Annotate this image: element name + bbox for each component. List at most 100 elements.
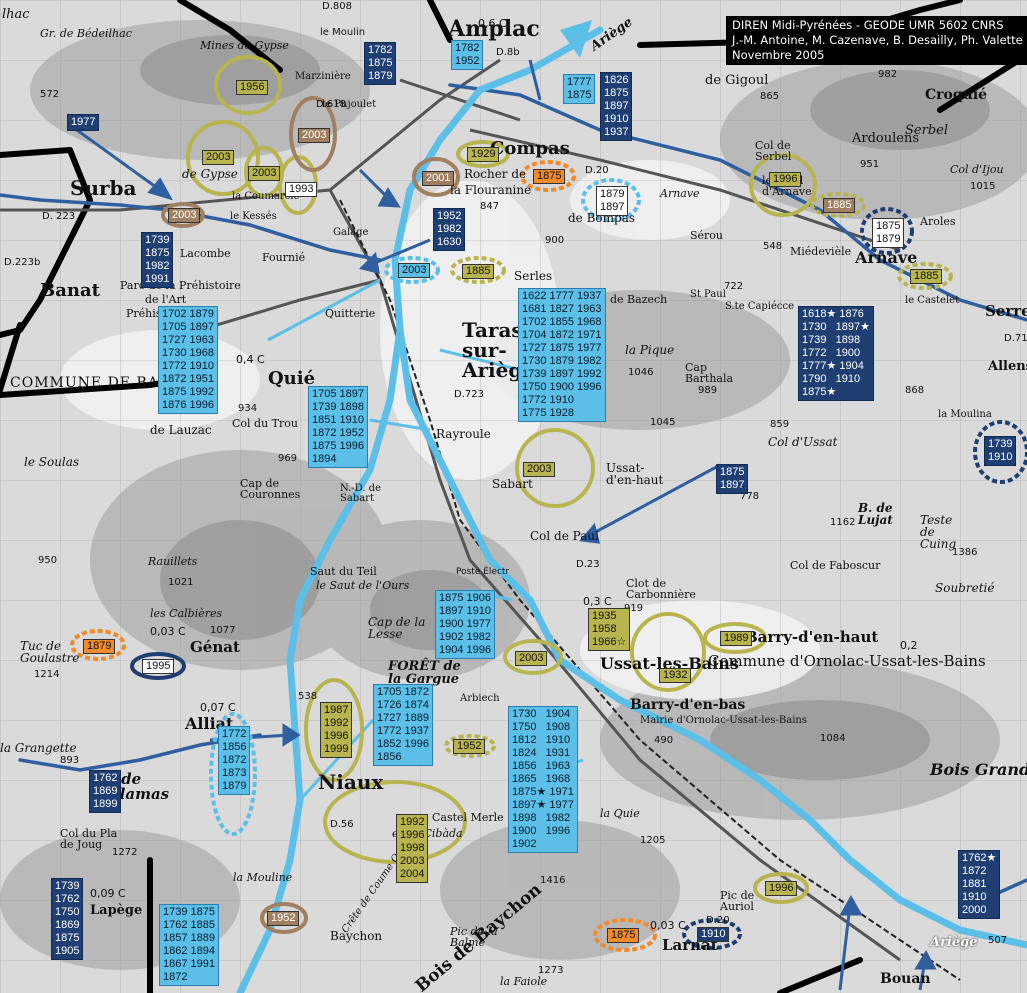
- place-amplac: Amplac: [448, 16, 540, 42]
- place-arbiech: Arbiech: [460, 693, 500, 704]
- place-mairie: Mairie d'Ornolac-Ussat-les-Bains: [640, 715, 807, 726]
- event-tag-1989: 1989: [720, 631, 753, 646]
- height-1045: 1045: [650, 417, 676, 428]
- height-900: 900: [545, 235, 565, 246]
- place-teste-cuing: Teste de Cuing: [920, 513, 957, 551]
- place-aroles: Aroles: [920, 215, 956, 228]
- place-ariege-bottom: Ariège: [930, 935, 978, 950]
- flood-box-rayroule: 1705 1897 1739 1898 1851 1910 1872 1952 …: [308, 386, 368, 468]
- height-1273: 1273: [538, 965, 564, 976]
- place-pic-auriol: Pic de Auriol: [720, 889, 755, 913]
- scale-003: 0,03 C: [150, 625, 186, 638]
- place-prehisto: Préhisto: [126, 307, 173, 320]
- event-tag-2003-f: 2003: [523, 462, 556, 477]
- place-niaux: Niaux: [318, 770, 384, 794]
- event-tag-2003-c: 2003: [298, 128, 331, 143]
- place-barry-bas: Barry-d'en-bas: [630, 697, 746, 713]
- place-allens: Allens: [988, 359, 1027, 374]
- flood-box-1739-1910: 1739 1910: [984, 436, 1017, 466]
- place-bouan: Bouan: [880, 971, 931, 987]
- place-la-moulina: la Moulina: [938, 409, 992, 420]
- place-de-gypse: de Gypse: [182, 167, 238, 181]
- event-tag-1956: 1956: [236, 80, 269, 95]
- road-d223: D. 223: [42, 211, 76, 222]
- event-tag-1987-1999: 1987 1992 1996 1999: [320, 702, 353, 758]
- place-col-joug: Col du Pla de Joug: [60, 827, 118, 851]
- place-foret: FORÊT de la Gargue: [388, 659, 461, 687]
- height-969: 969: [278, 453, 298, 464]
- place-tuc: Tuc de Goulastre: [20, 639, 80, 665]
- scale-04: 0,4 C: [236, 353, 265, 366]
- place-poste: Poste Électr: [456, 567, 510, 577]
- place-bois-grand: Bois Grand: [930, 760, 1027, 779]
- place-surba: Surba: [70, 176, 137, 200]
- scale-03: 0,3 C: [583, 595, 612, 608]
- ariege-river: [391, 26, 1027, 949]
- place-pic-balme: Pic de la Balme: [450, 925, 498, 949]
- height-1272: 1272: [112, 847, 138, 858]
- road-d71: D.71: [1004, 333, 1027, 344]
- scale-009: 0,09 C: [90, 887, 126, 900]
- place-lapege: Lapège: [90, 903, 143, 918]
- place-coumarciere: la Coumarciè: [232, 191, 300, 202]
- place-castel-merle: Castel Merle: [432, 811, 504, 824]
- place-soubretie: Soubretié: [935, 581, 995, 595]
- place-banat: Banat: [40, 280, 100, 301]
- flood-box-tarascon-left: 1702 1879 1705 1897 1727 1963 1730 1968 …: [158, 306, 218, 414]
- place-la-mouline: la Mouline: [233, 871, 293, 884]
- event-tag-1996-b: 1996: [765, 881, 798, 896]
- place-la-quie: la Quie: [600, 807, 640, 820]
- event-tag-2003-a: 2003: [202, 150, 235, 165]
- place-col-ussat: Col d'Ussat: [768, 435, 838, 449]
- credit-line-1: DIREN Midi-Pyrénées - GEODE UMR 5602 CNR…: [732, 18, 1004, 32]
- place-ussat-haut: Ussat-d'en-haut: [606, 461, 664, 487]
- height-951: 951: [860, 159, 880, 170]
- place-la-faiole: la Faiole: [500, 975, 548, 988]
- place-miedeviele: Miédevièle: [790, 245, 852, 258]
- place-parc-prehistoire: Parc de la Préhistoire: [120, 279, 241, 292]
- place-lujat: B. de Lujat: [858, 501, 893, 527]
- event-tag-1952-b: 1952: [267, 911, 300, 926]
- event-tag-1885-b: 1885: [462, 264, 495, 279]
- place-commune-ornolac: Commune d'Ornolac-Ussat-les-Bains: [708, 652, 986, 670]
- place-col-du-trou: Col du Trou: [232, 417, 298, 430]
- event-tag-2003-g: 2003: [515, 651, 548, 666]
- flood-box-bouan: 1762★ 1872 1881 1910 2000: [958, 850, 1001, 919]
- place-capiecce: S.te Capiécce: [725, 301, 795, 312]
- place-sabart: Sabart: [492, 477, 533, 491]
- place-grangette: la Grangette: [0, 741, 77, 755]
- place-mines-gypse: Mines de Gypse: [200, 39, 289, 52]
- place-flouranine: la Flouranine: [450, 183, 532, 197]
- place-lhac: lhac: [2, 7, 30, 22]
- place-rayroule: Rayroule: [436, 427, 491, 441]
- place-nd-sabart: N.-D. de Sabart: [340, 483, 382, 504]
- flood-box-1977: 1977: [67, 114, 100, 131]
- road-d20: D.20: [585, 165, 609, 176]
- road-d723: D.723: [454, 389, 484, 400]
- event-tag-1992-2004: 1992 1996 1998 2003 2004: [396, 814, 429, 883]
- event-tag-1875-orange: 1875: [533, 169, 566, 184]
- event-tag-1995: 1995: [142, 659, 175, 674]
- place-serbel: Serbel: [905, 123, 948, 138]
- place-compas: Compas: [490, 138, 570, 159]
- place-genat: Génat: [190, 638, 240, 656]
- credit-line-3: Novembre 2005: [732, 48, 825, 62]
- height-490: 490: [654, 735, 674, 746]
- place-kesses: le Kessés: [230, 211, 277, 222]
- event-tag-1935-1958-1966: 1935 1958 1966☆: [588, 608, 631, 651]
- place-serou: Sérou: [690, 229, 724, 242]
- place-lauzac: de Lauzac: [150, 423, 212, 437]
- event-tag-2003-b: 2003: [248, 166, 281, 181]
- flood-box-bottom: 1739 1875 1762 1885 1857 1889 1862 1894 …: [159, 904, 219, 986]
- flood-box-quie: 1730 1904 1750 1908 1812 1910 1824 1931 …: [508, 706, 578, 853]
- flood-box-1777-1875: 1777 1875: [563, 74, 596, 104]
- event-tag-1910: 1910: [697, 927, 730, 942]
- place-clot: Clot de Carbonnière: [626, 577, 696, 601]
- event-tag-2003-e: 2003: [398, 263, 431, 278]
- place-col-serbel: Col de Serbel: [755, 139, 792, 163]
- event-tag-1996-a: 1996: [769, 172, 802, 187]
- height-865: 865: [760, 91, 780, 102]
- flood-box-1782-1875-1879: 1782 1875 1879: [364, 42, 397, 85]
- height-1162: 1162: [830, 517, 856, 528]
- flood-box-grangette: 1762 1869 1899: [89, 770, 122, 813]
